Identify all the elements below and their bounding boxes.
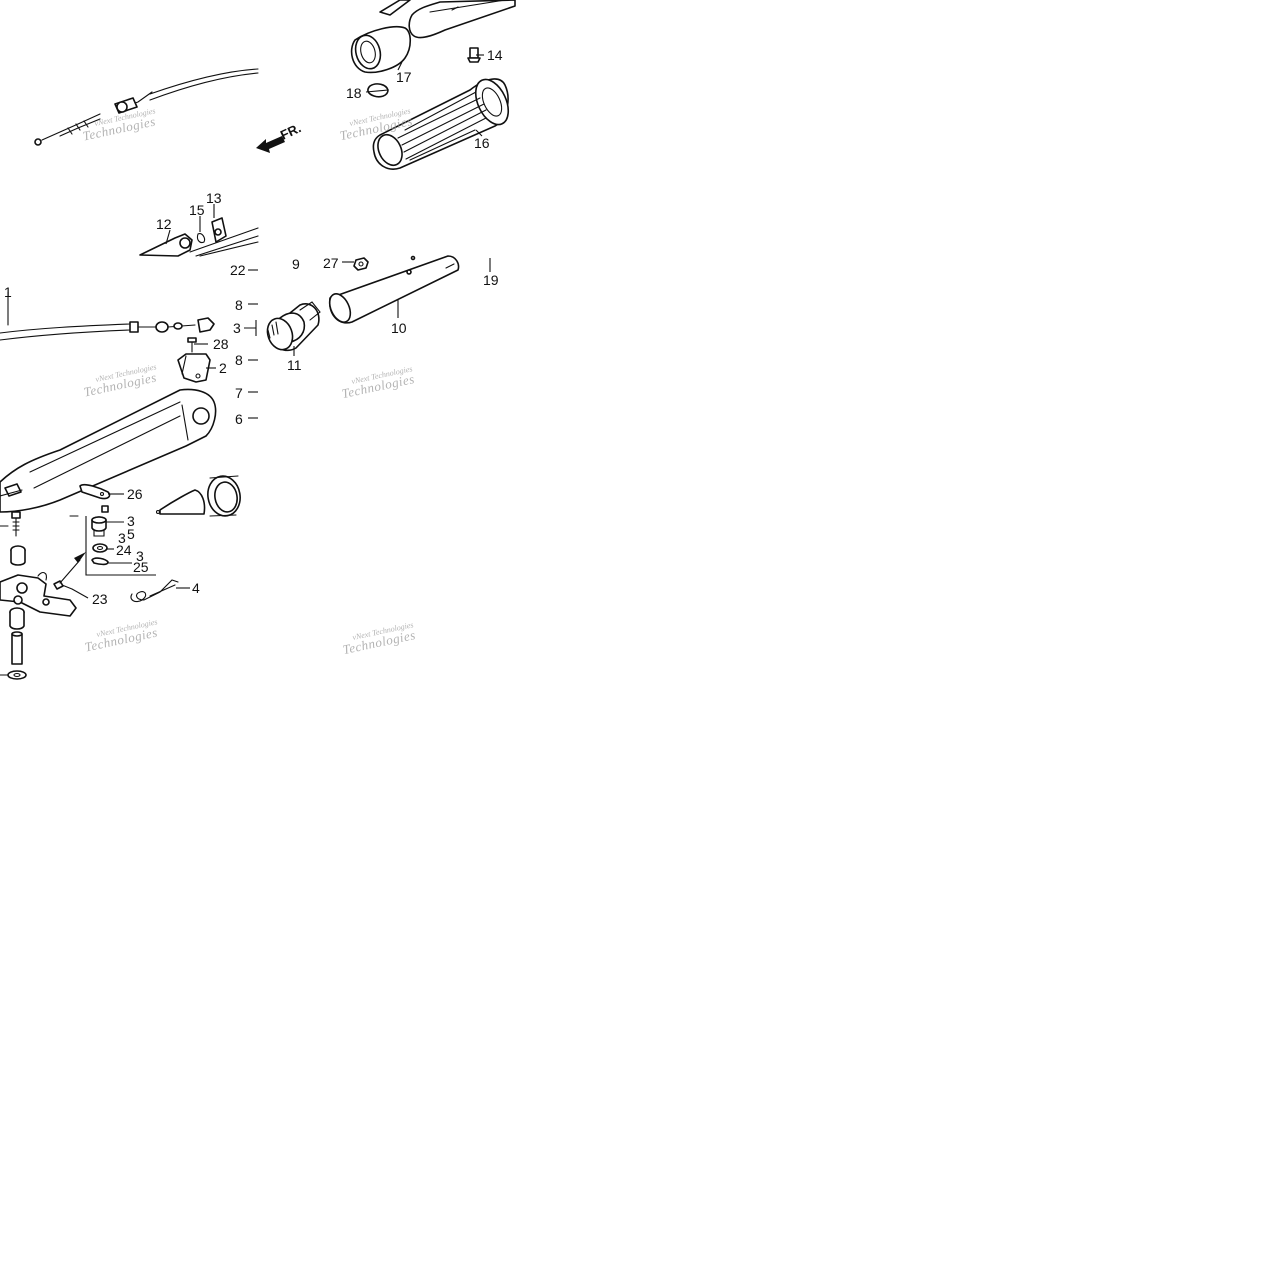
throttle-grip-16 — [372, 78, 510, 170]
callout-13: 13 — [206, 190, 222, 206]
callout-24: 24 — [116, 542, 132, 558]
callout-19: 19 — [483, 272, 499, 288]
callout-6: 6 — [235, 411, 243, 427]
throttle-link-bracket — [0, 571, 77, 617]
detail-group-bracket — [59, 515, 156, 584]
callout-8-upper: 8 — [235, 297, 243, 313]
pulley-11 — [266, 301, 321, 352]
front-direction-arrow: FR. — [256, 120, 303, 153]
housing-bracket-12-13-15 — [139, 217, 259, 257]
front-direction-label: FR. — [278, 120, 303, 142]
throttle-tube-10 — [328, 255, 460, 324]
cap-3 — [91, 516, 107, 537]
throttle-cable-lower — [0, 291, 215, 341]
watermark: vNext Technologies Technologies — [83, 617, 159, 654]
callout-7: 7 — [235, 385, 243, 401]
pin-small — [101, 505, 109, 513]
plate-26 — [79, 483, 111, 500]
leader-lines — [71, 54, 491, 599]
callout-10: 10 — [391, 320, 407, 336]
callout-15: 15 — [189, 202, 205, 218]
callout-numbers: 14 17 18 16 13 15 12 22 9 27 19 1 8 10 3… — [4, 47, 503, 607]
watermark: vNext Technologies Technologies — [82, 362, 158, 399]
callout-26: 26 — [127, 486, 143, 502]
callout-3-center: 3 — [233, 320, 241, 336]
callout-8-lower: 8 — [235, 352, 243, 368]
sleeve-ring — [207, 475, 241, 517]
callout-2: 2 — [219, 360, 227, 376]
callout-4: 4 — [192, 580, 200, 596]
callout-27: 27 — [323, 255, 339, 271]
screw-14 — [467, 47, 481, 63]
callout-25: 25 — [133, 559, 149, 575]
callout-11: 11 — [287, 357, 302, 373]
grip-end-cap-17 — [350, 25, 412, 74]
watermark: vNext Technologies Technologies — [341, 620, 417, 657]
callout-12: 12 — [156, 216, 172, 232]
callout-9: 9 — [292, 256, 300, 272]
throttle-pipe-top — [379, 0, 516, 39]
callout-17: 17 — [396, 69, 412, 85]
callout-14: 14 — [487, 47, 503, 63]
callout-5: 5 — [127, 526, 135, 542]
spring-4 — [130, 579, 179, 603]
callout-22: 22 — [230, 262, 246, 278]
callout-16: 16 — [474, 135, 490, 151]
bushing-lower — [9, 607, 25, 630]
callout-28: 28 — [213, 336, 229, 352]
callout-23: 23 — [92, 591, 108, 607]
housing-body-right — [155, 489, 206, 515]
callout-3-top: 3 — [127, 513, 135, 529]
callout-18: 18 — [346, 85, 362, 101]
collar — [10, 545, 26, 566]
washer-lower — [0, 670, 27, 680]
clip-25 — [91, 557, 109, 566]
callout-1: 1 — [4, 284, 12, 300]
throttle-cable-upper — [34, 68, 259, 146]
pin-lower — [11, 631, 23, 665]
cable-clamp-2 — [177, 353, 211, 383]
bolt-28 — [187, 337, 197, 353]
bolt-23 — [53, 580, 73, 590]
callout-3-low: 3 — [136, 548, 144, 564]
throttle-housing-arm — [0, 388, 217, 513]
nut-27 — [353, 257, 369, 271]
bolt-vertical — [0, 511, 21, 537]
washer-24 — [92, 543, 108, 553]
callout-3-mid: 3 — [118, 530, 126, 546]
watermark: vNext Technologies Technologies — [340, 364, 416, 401]
